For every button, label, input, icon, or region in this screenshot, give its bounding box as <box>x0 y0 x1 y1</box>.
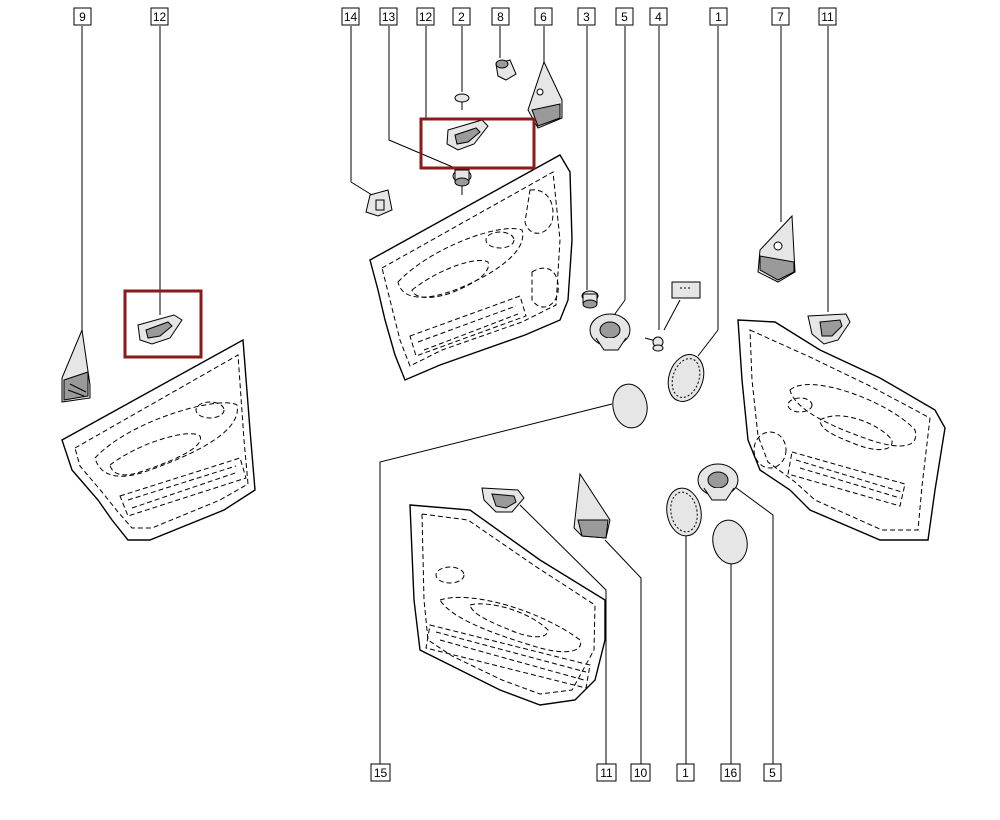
svg-text:16: 16 <box>724 766 738 780</box>
part-3-nut <box>581 290 599 309</box>
callout-5-bottom: 5 <box>763 763 782 782</box>
svg-text:5: 5 <box>621 10 628 24</box>
callout-1-top: 1 <box>709 7 728 26</box>
svg-text:1: 1 <box>682 766 689 780</box>
svg-text:11: 11 <box>821 10 834 24</box>
callout-1-bottom: 1 <box>676 763 695 782</box>
callout-7: 7 <box>771 7 790 26</box>
part-6-corner-trim <box>527 60 563 129</box>
svg-text:10: 10 <box>634 766 648 780</box>
callout-11-bottom: 11 <box>596 763 617 782</box>
callout-8: 8 <box>491 7 510 26</box>
highlight-box-part-12-left <box>123 289 203 359</box>
part-1-speaker-grille-top <box>667 354 705 402</box>
door-panel-top <box>369 154 573 381</box>
svg-text:15: 15 <box>374 766 388 780</box>
part-5-speaker-mount-top <box>589 313 631 351</box>
callout-14: 14 <box>341 7 360 26</box>
svg-text:5: 5 <box>769 766 776 780</box>
svg-text:9: 9 <box>79 10 86 24</box>
part-9-mirror-trim <box>61 328 91 403</box>
callout-3: 3 <box>577 7 596 26</box>
leader-lines <box>81 26 829 764</box>
svg-text:12: 12 <box>153 10 167 24</box>
svg-text:2: 2 <box>458 10 465 24</box>
part-11-handle-bezel-bottom <box>481 487 525 513</box>
highlight-box-part-12-top <box>419 117 536 170</box>
svg-text:12: 12 <box>419 10 433 24</box>
callout-12-top: 12 <box>416 7 435 26</box>
svg-text:11: 11 <box>600 766 613 780</box>
callout-4: 4 <box>649 7 668 26</box>
part-11-handle-bezel-right <box>807 313 851 345</box>
callout-12-left: 12 <box>150 7 169 26</box>
callout-5-top: 5 <box>615 7 634 26</box>
part-12-handle-bezel-left <box>137 314 183 345</box>
svg-text:14: 14 <box>344 10 358 24</box>
callout-2: 2 <box>452 7 471 26</box>
part-14-clip <box>365 189 393 217</box>
callout-16: 16 <box>720 763 741 782</box>
svg-text:4: 4 <box>655 10 662 24</box>
svg-text:7: 7 <box>777 10 784 24</box>
svg-text:1: 1 <box>715 10 722 24</box>
door-panel-bottom <box>409 504 606 706</box>
part-7-corner-trim <box>757 214 796 283</box>
part-13-grommet <box>452 169 472 195</box>
callout-13: 13 <box>379 7 398 26</box>
callout-9: 9 <box>73 7 92 26</box>
svg-text:13: 13 <box>382 10 396 24</box>
part-5-speaker-mount-bottom <box>697 463 739 501</box>
part-4-screw <box>644 336 664 352</box>
part-16-speaker-cover <box>712 519 748 565</box>
door-panel-right <box>737 319 946 541</box>
part-2-screw <box>454 93 470 110</box>
svg-text:6: 6 <box>540 10 547 24</box>
door-panel-left <box>61 338 256 541</box>
callout-10: 10 <box>630 763 651 782</box>
clip-detail-box <box>663 281 701 331</box>
part-10-corner-trim <box>573 472 611 539</box>
callout-11-top: 11 <box>818 7 837 26</box>
callout-6: 6 <box>534 7 553 26</box>
part-8-plug <box>495 59 517 81</box>
part-15-speaker-cover <box>612 383 648 429</box>
part-1-speaker-grille-bottom <box>666 487 702 537</box>
svg-text:8: 8 <box>497 10 504 24</box>
callout-15: 15 <box>370 763 391 782</box>
part-12-handle-bezel-top <box>446 119 489 151</box>
svg-text:3: 3 <box>583 10 590 24</box>
